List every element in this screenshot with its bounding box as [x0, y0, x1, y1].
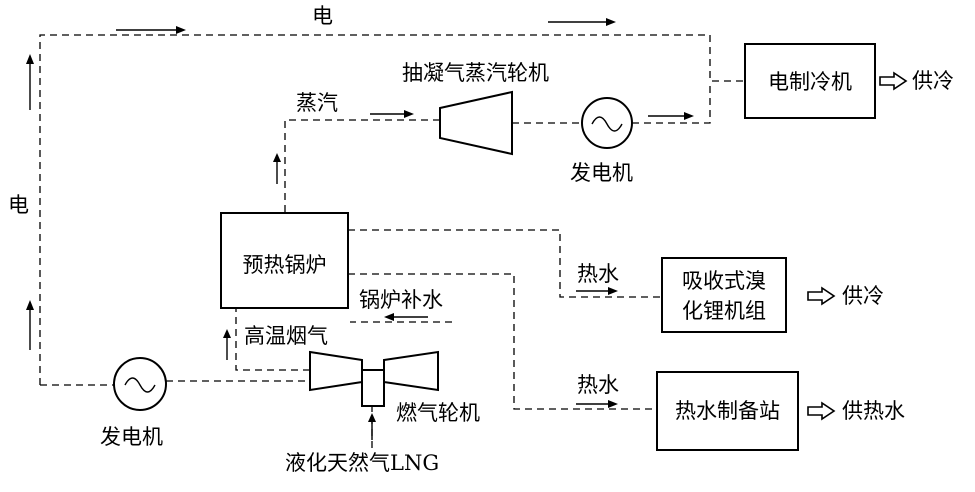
absorption-chiller-label-line2: 化锂机组	[682, 299, 766, 323]
steam-label: 蒸汽	[296, 91, 338, 115]
generator-left-icon	[113, 357, 167, 411]
lng-label: 液化天然气LNG	[285, 451, 439, 475]
boiler-box	[220, 212, 349, 309]
gas-turbine-shape	[309, 350, 439, 407]
output-heating-label: 供热水	[842, 399, 905, 423]
output-arrow-cooling-2	[807, 286, 836, 306]
electricity-left-label: 电	[8, 193, 29, 217]
output-arrow-cooling-1	[879, 71, 908, 91]
output-cooling-2-label: 供冷	[842, 284, 884, 308]
steam-line	[284, 119, 440, 212]
hot-water-1-label: 热水	[577, 262, 619, 286]
steam-turbine-shape	[439, 90, 513, 156]
hot-water-station-box	[656, 371, 799, 451]
electricity-top-label: 电	[312, 4, 333, 28]
absorption-chiller-label-line1: 吸收式溴	[682, 269, 766, 293]
electric-chiller-box	[744, 43, 876, 119]
hot-water-line-absorption	[348, 229, 662, 298]
flue-gas-line	[235, 308, 310, 371]
generator-right-label: 发电机	[570, 161, 633, 185]
electric-chiller-label: 电制冷机	[768, 70, 852, 94]
hot-flue-gas-label: 高温烟气	[244, 324, 328, 348]
generator-to-chiller-line	[632, 81, 711, 124]
boiler-makeup-label: 锅炉补水	[359, 288, 443, 312]
hot-water-line-station	[348, 273, 657, 410]
hot-water-station-label: 热水制备站	[675, 399, 780, 423]
boiler-label: 预热锅炉	[243, 253, 327, 277]
hot-water-2-label: 热水	[577, 373, 619, 397]
output-cooling-1-label: 供冷	[912, 69, 954, 93]
flow-arrows	[26, 18, 694, 440]
absorption-chiller-box	[661, 257, 787, 333]
gas-turbine-label: 燃气轮机	[396, 401, 480, 425]
generator-right-icon	[581, 97, 633, 149]
output-arrow-heating	[807, 401, 836, 421]
electricity-line-top	[39, 34, 745, 385]
generator-left-label: 发电机	[100, 425, 163, 449]
steam-turbine-label: 抽凝气蒸汽轮机	[402, 61, 549, 85]
